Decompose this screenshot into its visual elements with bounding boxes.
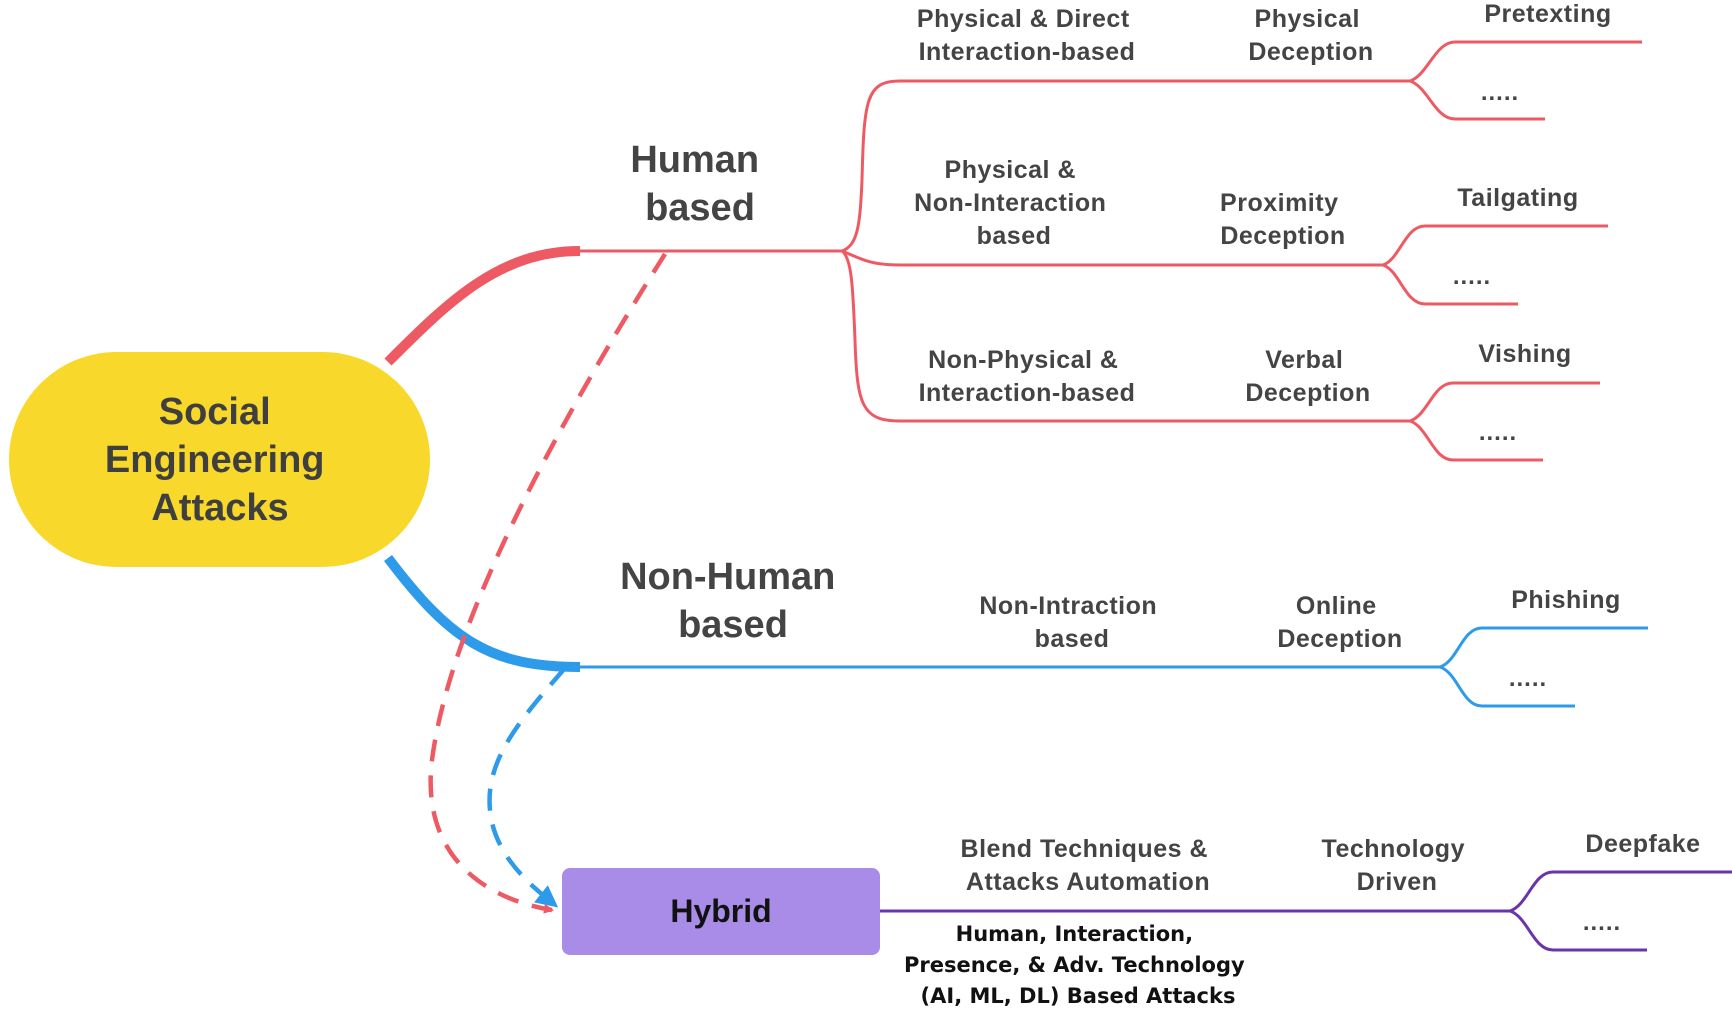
leaf-line-hybrid-more [1509, 909, 1647, 952]
nonhuman-based-label: Non-Human based [620, 556, 846, 646]
human-trunk [384, 246, 581, 366]
human-based-label: Human based [630, 139, 769, 229]
deception-type-label: Online Deception [1277, 592, 1402, 653]
category-label: Physical & Non-Interaction based [914, 156, 1114, 250]
human-branch-1 [841, 79, 1410, 253]
leaf-line-human3-more [1409, 419, 1543, 462]
hybrid-label: Hybrid [670, 893, 771, 929]
human-branch-3 [840, 249, 1410, 423]
leaf-label-vishing: Vishing [1478, 340, 1571, 368]
nonhuman-to-hybrid-connector [487, 666, 567, 908]
human-to-hybrid-connector [428, 252, 667, 914]
category-label: Physical & Direct Interaction-based [917, 5, 1137, 66]
deception-type-label: Proximity Deception [1220, 189, 1346, 250]
category-label: Non-Intraction based [979, 592, 1164, 653]
leaf-label-more: ..... [1453, 263, 1491, 290]
leaf-line-tailgating [1382, 224, 1608, 267]
deception-type-label: Physical Deception [1248, 5, 1373, 66]
leaf-label-more: ..... [1509, 665, 1547, 692]
nonhuman-trunk [384, 554, 581, 672]
leaf-label-deepfake: Deepfake [1585, 830, 1700, 858]
deception-type-label: Technology Driven [1322, 835, 1473, 896]
root-label: Social Engineering Attacks [105, 391, 335, 529]
leaf-line-human1-more [1409, 79, 1545, 121]
leaf-label-more: ..... [1583, 909, 1621, 936]
root-node [9, 352, 430, 567]
leaf-line-deepfake [1509, 870, 1732, 913]
deception-type-label: Verbal Deception [1245, 346, 1370, 407]
human-branch-2 [841, 249, 1383, 267]
category-label: Non-Physical & Interaction-based [919, 346, 1136, 407]
leaf-line-human2-more [1382, 263, 1518, 306]
leaf-line-nonhuman-more [1439, 665, 1575, 708]
hybrid-description: Human, Interaction, Presence, & Adv. Tec… [904, 922, 1252, 1008]
leaf-label-phishing: Phishing [1511, 586, 1621, 614]
hybrid-node [562, 868, 880, 955]
leaf-line-pretexting [1409, 40, 1642, 83]
category-label: Blend Techniques & Attacks Automation [961, 835, 1216, 896]
leaf-label-tailgating: Tailgating [1457, 184, 1578, 212]
leaf-label-more: ..... [1481, 79, 1519, 106]
leaf-label-more: ..... [1479, 419, 1517, 446]
leaf-line-phishing [1439, 626, 1648, 669]
leaf-label-pretexting: Pretexting [1484, 0, 1611, 28]
leaf-line-vishing [1409, 381, 1600, 423]
